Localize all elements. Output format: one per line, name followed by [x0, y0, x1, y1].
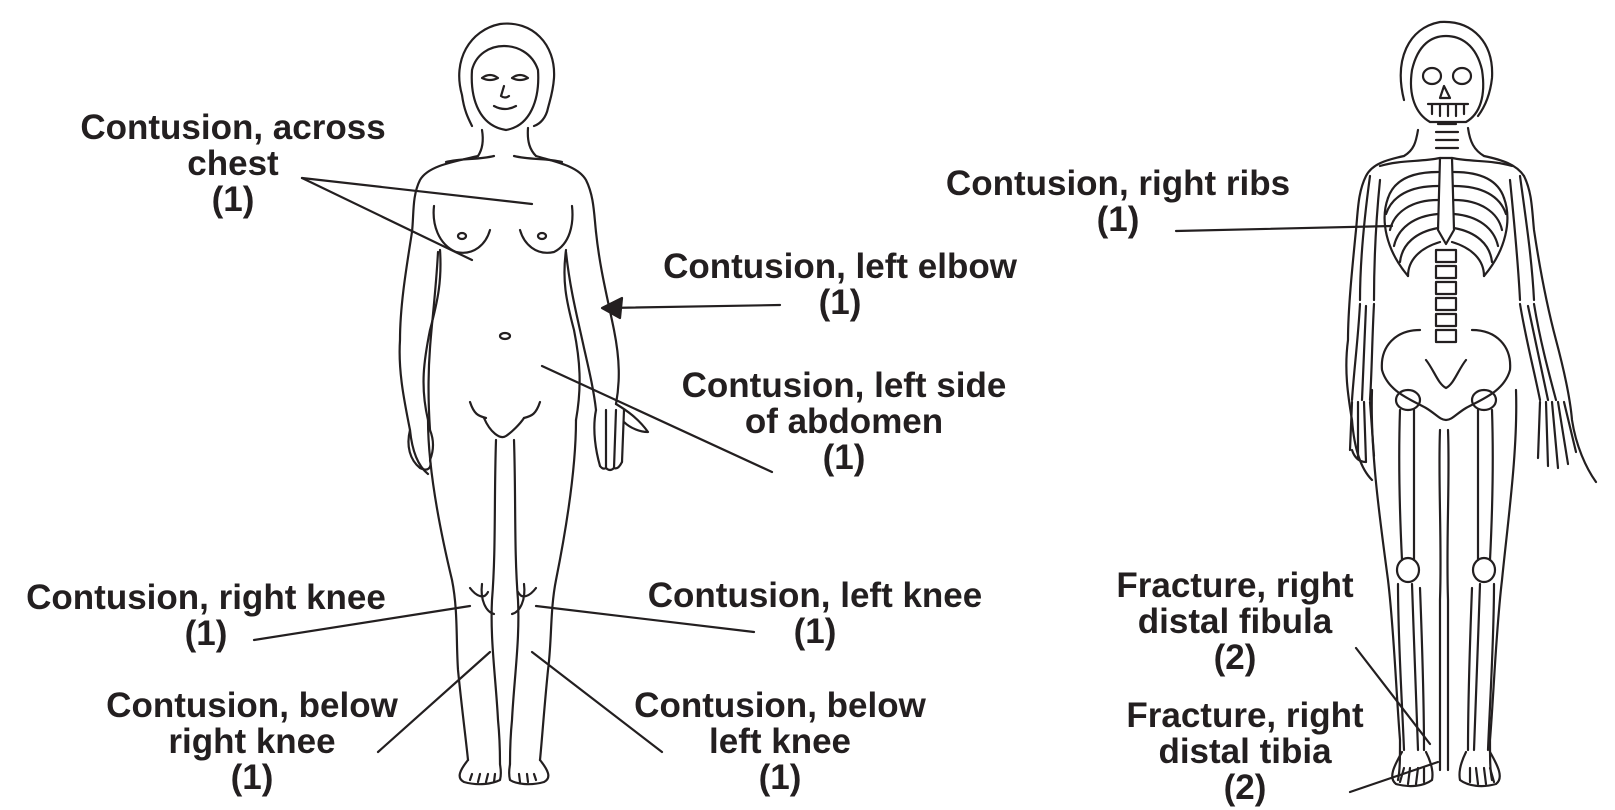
label-line: Contusion, right ribs [928, 166, 1308, 202]
arrowhead-left-elbow [602, 298, 622, 318]
label-line: Contusion, left side [664, 368, 1024, 404]
label-line: (1) [630, 614, 1000, 650]
label-line: distal tibia [1100, 734, 1390, 770]
label-line: of abdomen [664, 404, 1024, 440]
label-line: Fracture, right [1100, 698, 1390, 734]
label-line: (1) [620, 760, 940, 796]
label-line: (1) [650, 285, 1030, 321]
label-line: (1) [92, 760, 412, 796]
label-line: right knee [92, 724, 412, 760]
label-line: (1) [664, 440, 1024, 476]
label-line: Contusion, below [92, 688, 412, 724]
label-contusion-left-elbow: Contusion, left elbow (1) [650, 249, 1030, 321]
label-fracture-right-distal-fibula: Fracture, right distal fibula (2) [1090, 568, 1380, 676]
label-line: left knee [620, 724, 940, 760]
label-contusion-right-knee: Contusion, right knee (1) [10, 580, 402, 652]
label-contusion-across-chest: Contusion, across chest (1) [68, 110, 398, 218]
label-line: chest [68, 146, 398, 182]
label-contusion-left-abdomen: Contusion, left side of abdomen (1) [664, 368, 1024, 476]
label-line: (1) [68, 182, 398, 218]
label-line: Contusion, left knee [630, 578, 1000, 614]
label-line: distal fibula [1090, 604, 1380, 640]
label-line: Contusion, below [620, 688, 940, 724]
label-line: Contusion, across [68, 110, 398, 146]
label-line: Fracture, right [1090, 568, 1380, 604]
label-contusion-left-knee: Contusion, left knee (1) [630, 578, 1000, 650]
label-contusion-below-right-knee: Contusion, below right knee (1) [92, 688, 412, 796]
label-line: (2) [1100, 770, 1390, 806]
label-contusion-right-ribs: Contusion, right ribs (1) [928, 166, 1308, 238]
label-line: (1) [10, 616, 402, 652]
label-line: Contusion, left elbow [650, 249, 1030, 285]
label-line: (2) [1090, 640, 1380, 676]
label-line: (1) [928, 202, 1308, 238]
label-contusion-below-left-knee: Contusion, below left knee (1) [620, 688, 940, 796]
female-body-figure [400, 24, 648, 785]
label-fracture-right-distal-tibia: Fracture, right distal tibia (2) [1100, 698, 1390, 806]
label-line: Contusion, right knee [10, 580, 402, 616]
skeleton-figure [1346, 22, 1596, 786]
